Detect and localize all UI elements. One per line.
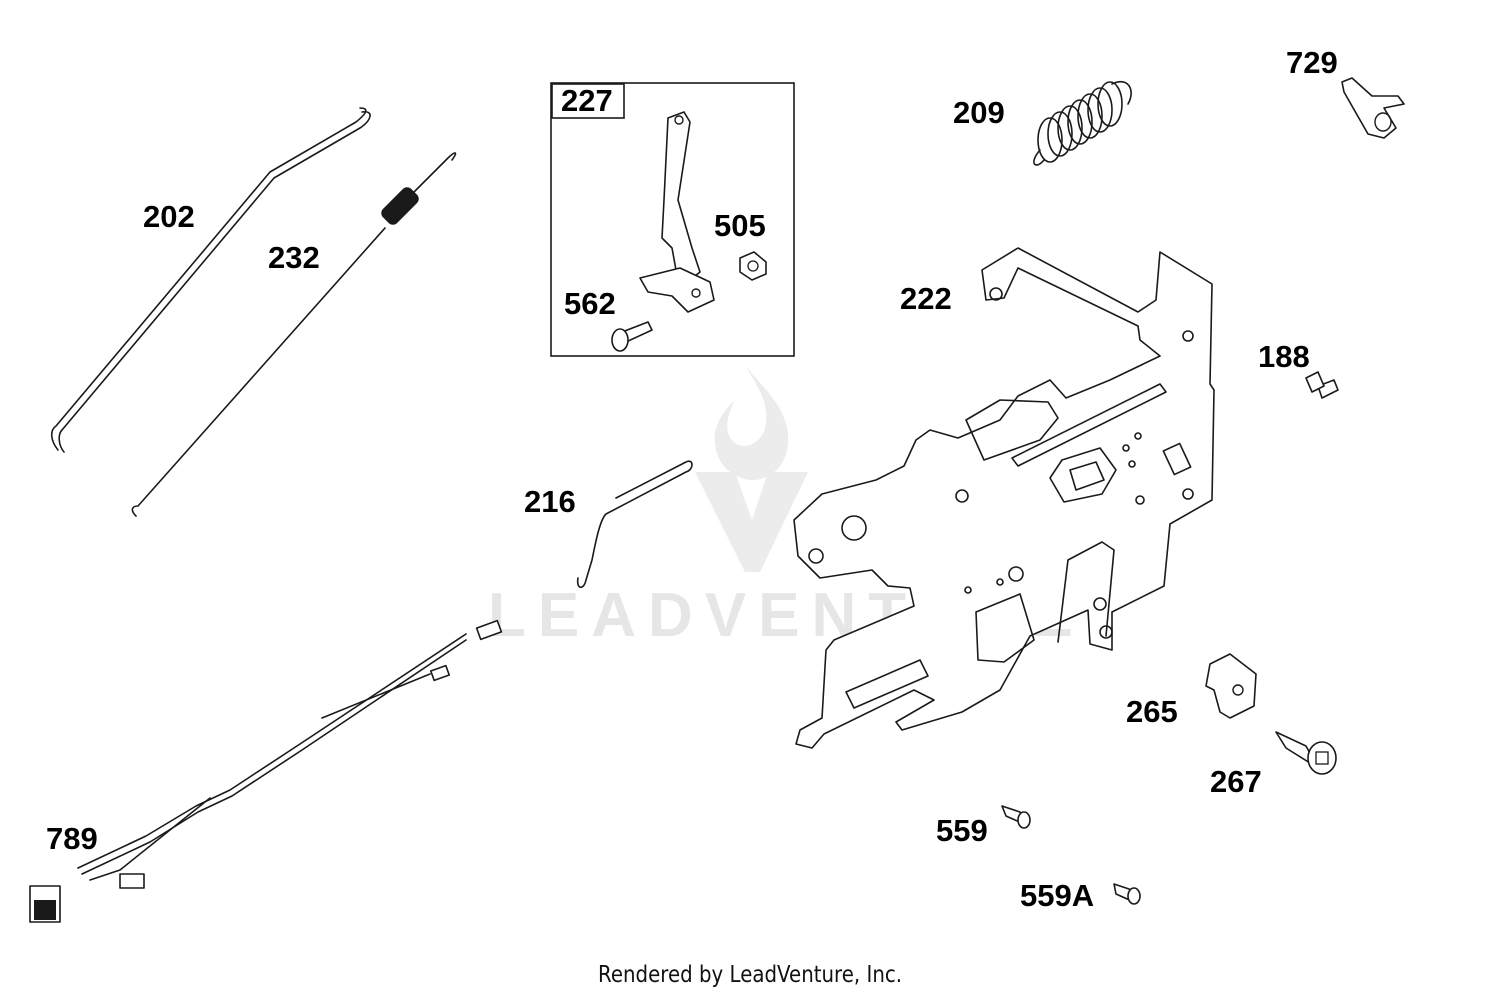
label-562[interactable]: 562 (564, 286, 616, 321)
label-202[interactable]: 202 (143, 199, 195, 234)
part-729-bracket[interactable] (1341, 77, 1405, 139)
label-505[interactable]: 505 (714, 208, 766, 243)
part-559a-screw[interactable] (1113, 883, 1141, 905)
label-559[interactable]: 559 (936, 813, 988, 848)
part-267-bolt[interactable] (1275, 731, 1337, 775)
part-202-rod[interactable] (50, 107, 371, 453)
part-559-screw[interactable] (1001, 805, 1031, 829)
label-559a[interactable]: 559A (1020, 878, 1094, 913)
label-209[interactable]: 209 (953, 95, 1005, 130)
label-216[interactable]: 216 (524, 484, 576, 519)
part-232-spring[interactable] (131, 152, 457, 517)
part-227-box[interactable] (550, 82, 795, 357)
part-labels: 202 232 227 505 562 209 729 222 188 216 … (46, 45, 1338, 913)
part-216-rod[interactable] (576, 460, 693, 589)
part-789-wire-harness[interactable] (29, 619, 503, 923)
label-729[interactable]: 729 (1286, 45, 1338, 80)
label-232[interactable]: 232 (268, 240, 320, 275)
part-227-lever[interactable] (639, 111, 715, 313)
label-222[interactable]: 222 (900, 281, 952, 316)
part-265-block[interactable] (1205, 653, 1257, 719)
part-209-spring[interactable] (1033, 80, 1132, 166)
part-562-screw[interactable] (611, 321, 653, 352)
part-505-nut[interactable] (739, 251, 767, 281)
label-227[interactable]: 227 (561, 83, 613, 118)
part-188-bolt[interactable] (1305, 371, 1339, 399)
watermark-logo-icon (695, 365, 808, 572)
label-188[interactable]: 188 (1258, 339, 1310, 374)
footer-credit: Rendered by LeadVenture, Inc. (597, 962, 903, 988)
label-789[interactable]: 789 (46, 821, 98, 856)
label-267[interactable]: 267 (1210, 764, 1262, 799)
label-265[interactable]: 265 (1126, 694, 1178, 729)
part-222-control-bracket[interactable] (793, 247, 1215, 749)
